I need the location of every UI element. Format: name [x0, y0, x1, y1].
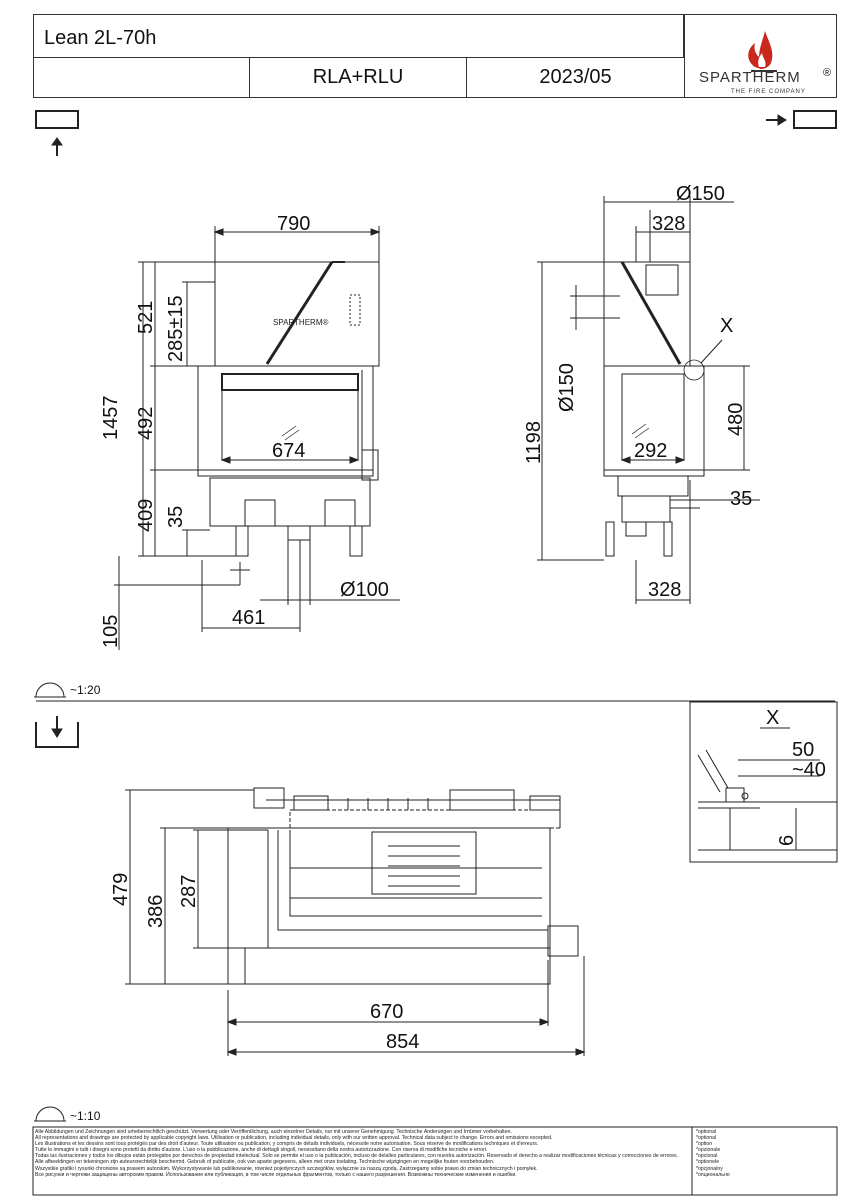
dim-35-side: 35	[730, 488, 752, 510]
dim-328-top: 328	[652, 213, 685, 235]
date-label: 2023/05	[539, 66, 612, 88]
scale-top-icon	[34, 1106, 66, 1122]
front-view-icon	[35, 110, 79, 156]
optional-text: *optional *optional *option *opzionale *…	[696, 1129, 730, 1178]
dim-670: 670	[370, 1001, 403, 1023]
optional-it: *opzionale	[696, 1147, 721, 1154]
legal-line-es: Todas las ilustraciones y todos los dibu…	[35, 1153, 679, 1160]
brand-name: SPARTHERM	[699, 69, 801, 86]
detail-dim-6: 6	[776, 835, 798, 846]
dim-790: 790	[277, 213, 310, 235]
dim-461: 461	[232, 607, 265, 629]
model-name: Lean 2L-70h	[44, 27, 157, 49]
front-logo-text: SPARTHERM®	[273, 318, 328, 327]
dim-674: 674	[272, 440, 305, 462]
optional-es: *opcional	[696, 1153, 718, 1160]
optional-de: *optional	[696, 1129, 717, 1135]
scale-front-label: ~1:20	[70, 683, 101, 697]
legal-line-ru: Все рисунки и чертежи защищены авторским…	[35, 1171, 517, 1178]
top-view-icon	[35, 716, 79, 748]
detail-dim-50: 50	[792, 739, 814, 761]
scale-top-label: ~1:10	[70, 1109, 101, 1123]
optional-nl: *optionele	[696, 1159, 720, 1166]
legal-line-fr: Les illustrations et les dessins sont to…	[35, 1141, 539, 1148]
dim-386: 386	[145, 895, 167, 928]
side-view	[537, 196, 760, 604]
detail-x	[689, 701, 838, 863]
top-view	[125, 787, 586, 1056]
dim-35-front: 35	[165, 506, 187, 528]
dim-854: 854	[386, 1031, 419, 1053]
dim-o100: Ø100	[340, 579, 389, 601]
dim-479: 479	[110, 873, 132, 906]
brand-tagline: THE FIRE COMPANY	[731, 89, 806, 95]
dim-328-bottom: 328	[648, 579, 681, 601]
logo-cell: SPARTHERM ® THE FIRE COMPANY	[684, 14, 837, 98]
dim-1457: 1457	[100, 396, 122, 441]
dim-287: 287	[178, 875, 200, 908]
side-view-icon	[766, 110, 837, 129]
dim-285: 285±15	[165, 295, 187, 362]
detail-x-label: X	[766, 707, 779, 729]
legal-text: Alle Abbildungen und Zeichnungen sind ur…	[35, 1129, 690, 1193]
detail-marker-x: X	[720, 315, 733, 337]
dim-1198: 1198	[523, 421, 545, 464]
dim-480: 480	[725, 403, 747, 436]
front-view: SPARTHERM®	[114, 226, 400, 650]
optional-fr: *option	[696, 1141, 713, 1148]
legal-line-en: All representations and drawings are pro…	[35, 1135, 553, 1142]
brand-mark: ®	[823, 67, 832, 79]
legal-line-it: Tutte le immagini e tutti i disegni sono…	[35, 1147, 488, 1154]
detail-dim-40: ~40	[792, 759, 826, 781]
dim-105: 105	[100, 615, 122, 648]
dim-521: 521	[135, 301, 157, 334]
optional-en: *optional	[696, 1135, 717, 1142]
legal-line-de: Alle Abbildungen und Zeichnungen sind ur…	[35, 1129, 512, 1135]
optional-ru: *опционально	[696, 1171, 730, 1178]
legal-line-nl: Alle afbeeldingen en tekeningen zijn aut…	[35, 1159, 495, 1166]
variant-label: RLA+RLU	[312, 66, 404, 88]
scale-front-icon	[34, 682, 66, 698]
dim-o150-top: Ø150	[676, 183, 725, 205]
optional-pl: *opcjonalny	[696, 1165, 723, 1172]
dim-492: 492	[135, 407, 157, 440]
dim-409: 409	[135, 499, 157, 532]
dim-292: 292	[634, 440, 667, 462]
legal-line-pl: Wszystkie grafiki i rysunki chronione są…	[35, 1165, 538, 1172]
dim-o150-vertical: Ø150	[556, 363, 578, 412]
flame-logo-icon	[748, 31, 777, 72]
